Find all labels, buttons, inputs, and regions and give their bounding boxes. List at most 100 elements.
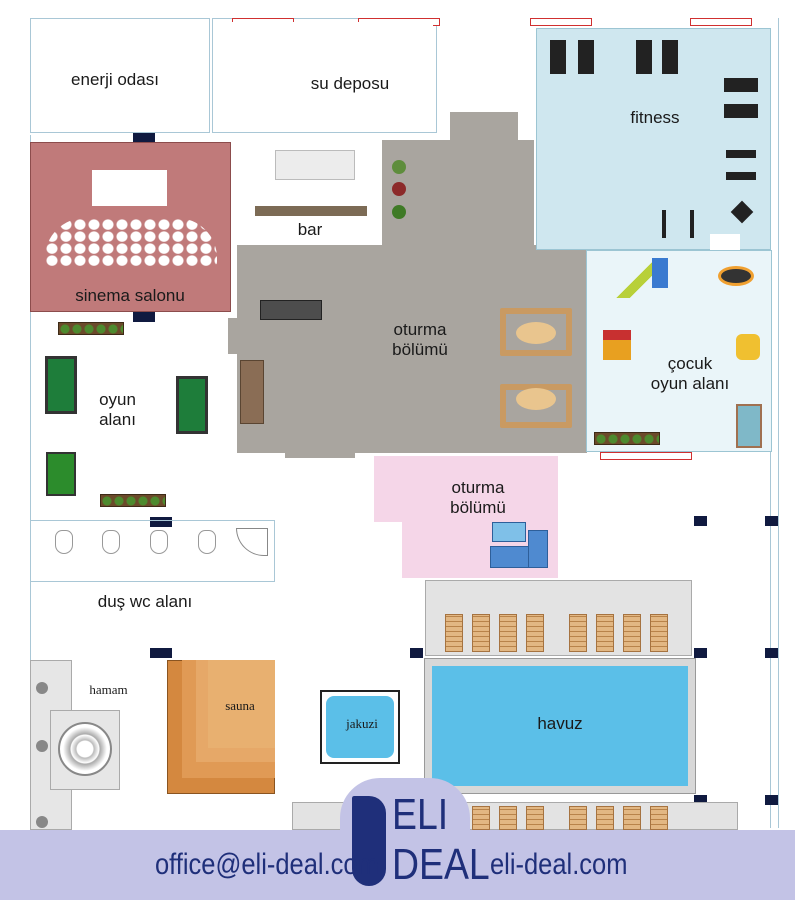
- sun-lounger: [569, 614, 587, 652]
- sun-lounger: [499, 614, 517, 652]
- logo-text-deal: DEAL: [392, 840, 490, 889]
- lounge-main-floor-bottom: [285, 450, 355, 458]
- hamam-medallion-icon: [58, 722, 112, 776]
- treadmill-icon: [578, 40, 594, 74]
- pool-deck-top: [425, 580, 692, 656]
- logo-text-eli: ELI: [392, 790, 449, 839]
- toilet-icon: [55, 530, 73, 554]
- dining-table: [260, 300, 322, 320]
- outer-wall-left: [30, 135, 31, 825]
- pink-lounge-cutout: [374, 522, 402, 578]
- sauna-label: sauna: [225, 698, 255, 713]
- coffee-table: [516, 388, 556, 410]
- lounge-main-floor-top: [382, 140, 534, 250]
- hamam-basin-icon: [36, 682, 48, 694]
- climbing-wall-icon: [736, 404, 762, 448]
- kids-area-label: çocuk oyun alanı: [650, 354, 730, 394]
- plant: [392, 205, 406, 219]
- dumbbell-icon: [726, 172, 756, 180]
- hamam-basin-icon: [36, 740, 48, 752]
- bar-shelf: [275, 150, 355, 180]
- hamam-basin-icon: [36, 816, 48, 828]
- column: [694, 516, 707, 526]
- toilet-icon: [198, 530, 216, 554]
- column: [133, 312, 155, 322]
- outer-wall-top-mid: [212, 18, 437, 133]
- water-tank: [216, 22, 433, 130]
- energy-room: [35, 22, 207, 130]
- sun-lounger: [650, 614, 668, 652]
- plant: [392, 182, 406, 196]
- inner-wall-right: [770, 250, 771, 828]
- ping-pong-table-icon: [46, 452, 76, 496]
- rocking-horse-icon: [736, 334, 760, 360]
- table-icon: [492, 522, 526, 542]
- window-top-4: [690, 18, 752, 26]
- sun-lounger: [650, 806, 668, 830]
- outer-wall-right: [778, 18, 779, 828]
- outer-wall-top-left: [30, 18, 210, 133]
- column: [150, 648, 172, 658]
- planter: [594, 432, 660, 445]
- game-area-label: oyun alanı: [99, 390, 136, 430]
- plant: [392, 160, 406, 174]
- toilet-icon: [150, 530, 168, 554]
- column: [765, 648, 778, 658]
- sun-lounger: [623, 614, 641, 652]
- wc-wall: [30, 520, 275, 582]
- bench-icon: [724, 104, 758, 118]
- cinema-screen: [92, 170, 167, 206]
- tv-cabinet: [240, 360, 264, 424]
- window-top-3: [530, 18, 592, 26]
- sun-lounger: [569, 806, 587, 830]
- playhouse-icon: [603, 330, 631, 360]
- pink-lounge-label: oturma bölümü: [450, 478, 506, 518]
- bar-label: bar: [297, 220, 323, 239]
- treadmill-icon: [550, 40, 566, 74]
- sun-lounger: [596, 614, 614, 652]
- bench-icon: [724, 78, 758, 92]
- footer-email-link[interactable]: office@eli-deal.com: [155, 848, 379, 881]
- sun-lounger: [472, 614, 490, 652]
- pool-label: havuz: [537, 714, 583, 733]
- column: [765, 795, 778, 805]
- column: [694, 648, 707, 658]
- lounge-main-floor-side: [228, 318, 240, 354]
- planter: [100, 494, 166, 507]
- planter: [58, 322, 124, 335]
- sun-lounger: [623, 806, 641, 830]
- billiard-table-icon: [176, 376, 208, 434]
- treadmill-icon: [662, 40, 678, 74]
- slide-tower-icon: [652, 258, 668, 288]
- sun-lounger: [472, 806, 490, 830]
- column: [694, 795, 707, 805]
- cinema-label: sinema salonu: [75, 286, 185, 305]
- billiard-table-icon: [45, 356, 77, 414]
- weights-icon: [662, 210, 694, 238]
- sauna-bench: [208, 660, 275, 748]
- window-mid-2: [600, 452, 692, 460]
- footer-website-link[interactable]: eli-deal.com: [490, 848, 628, 881]
- toilet-icon: [102, 530, 120, 554]
- sofa-icon: [528, 530, 548, 568]
- dumbbell-icon: [726, 150, 756, 158]
- column: [150, 517, 172, 527]
- sun-lounger: [526, 806, 544, 830]
- lounge-main-label: oturma bölümü: [392, 320, 448, 360]
- hamam-label: hamam: [89, 682, 128, 697]
- logo-icon: [352, 796, 386, 886]
- water-tank-label: su deposu: [310, 74, 390, 93]
- bar-counter: [255, 206, 367, 216]
- pool-water: [432, 666, 688, 786]
- fitness-label: fitness: [630, 108, 680, 127]
- energy-room-label: enerji odası: [71, 70, 159, 89]
- treadmill-icon: [636, 40, 652, 74]
- cinema-seats: [45, 218, 217, 266]
- column: [765, 516, 778, 526]
- column: [410, 648, 423, 658]
- sun-lounger: [526, 614, 544, 652]
- jacuzzi-water: [326, 696, 394, 758]
- shower-wc-label: duş wc alanı: [97, 592, 193, 611]
- sun-lounger: [445, 614, 463, 652]
- sun-lounger: [499, 806, 517, 830]
